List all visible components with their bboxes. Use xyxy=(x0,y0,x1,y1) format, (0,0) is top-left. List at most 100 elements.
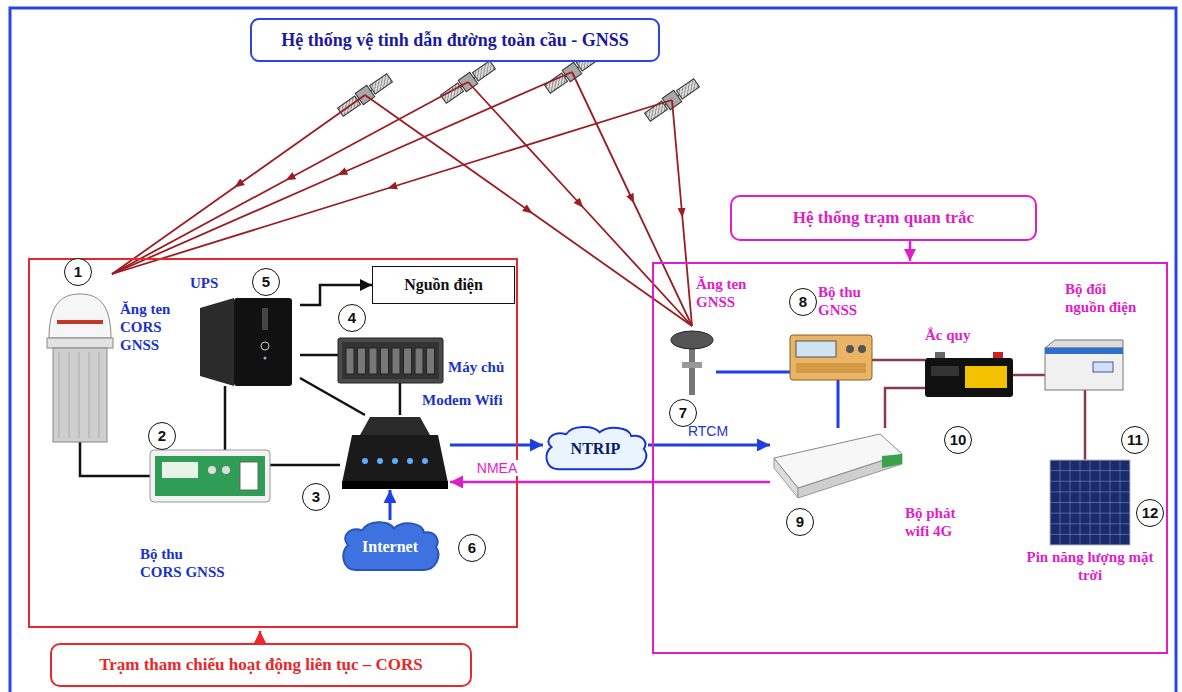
device-label: Bộ phát wifi 4G xyxy=(905,504,973,540)
panel-grid xyxy=(1050,523,1130,524)
device-part xyxy=(79,352,80,438)
connector-k xyxy=(270,464,340,467)
device-part xyxy=(404,348,412,374)
connector-r xyxy=(1013,374,1045,377)
device-illustration xyxy=(150,450,270,502)
signal-label: NMEA xyxy=(475,460,519,476)
device-part xyxy=(965,366,1007,388)
callout-number: 9 xyxy=(786,508,814,536)
satellite-rays xyxy=(112,72,692,326)
connector-k xyxy=(300,354,338,357)
device-illustration xyxy=(925,352,1013,397)
connector-k xyxy=(300,285,372,305)
callout-number: 12 xyxy=(1136,499,1164,527)
cors-receiver: Bộ thu CORS GNSS xyxy=(150,450,270,502)
device-part xyxy=(1050,460,1130,545)
ntrip-cloud: NTRIP xyxy=(543,425,648,471)
device-part xyxy=(427,348,435,374)
callout-number: 10 xyxy=(944,426,972,454)
device-part xyxy=(99,352,100,438)
panel-grid xyxy=(1050,481,1130,482)
device-illustration xyxy=(340,415,450,490)
device-part xyxy=(369,348,377,374)
device-part xyxy=(150,450,270,502)
connector-b xyxy=(836,380,839,428)
device-part xyxy=(234,298,292,386)
device-drawing xyxy=(342,417,448,489)
gnss-antenna: Ăng ten GNSS xyxy=(668,330,716,395)
device-part xyxy=(671,331,713,349)
device-part xyxy=(222,466,230,474)
device-part xyxy=(682,362,702,368)
box-label: Nguồn điện xyxy=(373,275,514,294)
connector-r xyxy=(872,359,925,362)
signal-ray xyxy=(365,95,692,326)
solar-panel: Pin năng lượng mặt trời xyxy=(1050,460,1130,545)
signal-ray xyxy=(672,100,692,326)
device-part xyxy=(360,417,430,435)
cors-antenna: Ăng ten CORS GNSS xyxy=(45,292,115,442)
device-illustration xyxy=(338,338,443,383)
device-part xyxy=(261,342,269,350)
ups-unit: UPS xyxy=(200,298,300,386)
device-drawing xyxy=(200,298,292,386)
outer-frame xyxy=(10,8,1176,692)
device-part xyxy=(338,338,443,383)
callout-number: 7 xyxy=(669,399,697,427)
device-part xyxy=(358,348,366,374)
connector-m xyxy=(450,481,770,484)
wifi-4g-transmitter: Bộ phát wifi 4G xyxy=(770,428,905,500)
device-label: Ăng ten CORS GNSS xyxy=(120,300,182,354)
device-part xyxy=(858,345,866,353)
device-part xyxy=(47,338,113,348)
device-part xyxy=(240,462,258,490)
device-part xyxy=(346,348,354,374)
power-converter: Bộ đổi nguồn điện xyxy=(1045,340,1123,390)
connector-b xyxy=(648,443,770,446)
signal-ray xyxy=(112,72,572,274)
device-part xyxy=(381,348,389,374)
device-part xyxy=(392,348,400,374)
battery: Ắc quy xyxy=(925,352,1013,397)
device-part xyxy=(208,466,216,474)
callout-number: 1 xyxy=(64,258,92,286)
server: Máy chủ xyxy=(338,338,443,383)
device-illustration xyxy=(45,292,115,442)
device-label: UPS xyxy=(190,274,218,292)
device-illustration xyxy=(668,330,716,395)
signal-ray xyxy=(112,82,468,274)
device-label: Bộ thu CORS GNSS xyxy=(140,545,227,581)
device-illustration xyxy=(200,298,300,386)
signal-ray xyxy=(112,95,365,274)
device-part xyxy=(1045,348,1123,390)
device-drawing xyxy=(338,338,443,383)
device-part xyxy=(796,363,866,373)
device-part xyxy=(790,335,872,380)
device-label: Ắc quy xyxy=(925,326,970,344)
device-part xyxy=(925,358,1013,397)
device-part xyxy=(342,342,439,379)
callout-number: 4 xyxy=(338,304,366,332)
gnss-receiver: Bộ thu GNSS xyxy=(790,335,872,380)
device-part xyxy=(155,456,265,496)
connector-b xyxy=(716,370,790,373)
device-part xyxy=(392,458,398,464)
device-part xyxy=(689,346,695,395)
monitoring-station-region: Hệ thống trạm quan trắcĂng ten GNSSBộ th… xyxy=(652,262,1168,654)
device-part xyxy=(53,348,107,442)
device-part xyxy=(89,352,90,438)
device-illustration xyxy=(1050,460,1130,545)
cors-station-region: Trạm tham chiếu hoạt động liên tục – COR… xyxy=(28,258,518,628)
callout-number: 5 xyxy=(252,268,280,296)
internet-cloud: Internet xyxy=(340,520,440,572)
device-illustration xyxy=(1045,340,1123,390)
callout-number: 11 xyxy=(1121,426,1149,454)
device-drawing xyxy=(671,331,713,395)
device-part xyxy=(200,298,234,386)
device-part xyxy=(415,348,423,374)
connector-r xyxy=(885,388,925,428)
device-part xyxy=(422,458,428,464)
